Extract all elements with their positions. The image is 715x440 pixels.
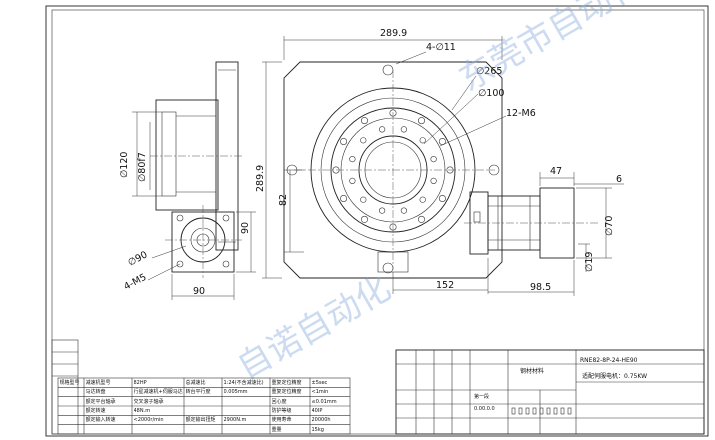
spec-cell: 15kg	[311, 426, 324, 433]
spec-cell: 转台平行度	[185, 389, 211, 396]
spec-cell: 防护等级	[271, 408, 292, 414]
side-dia-120-label: ∅120	[119, 152, 130, 178]
mounting-plate	[283, 61, 503, 279]
spec-cell: 使用寿命	[271, 417, 292, 424]
spec-cell: 交叉滚子轴承	[133, 398, 164, 405]
spec-cell: 82HP	[133, 380, 147, 386]
side-view: ∅120 ∅80f7	[119, 61, 244, 251]
dim-98-5: 98.5	[530, 282, 551, 293]
flange-bolt-hole	[222, 260, 230, 268]
title-material-cell: 钢材材料	[520, 367, 544, 375]
flange-90-horizontal: 90	[193, 286, 205, 297]
dim-dia-70: ∅70	[604, 216, 615, 236]
spec-cell: 48N.m	[133, 408, 151, 414]
bolt-hole	[417, 117, 425, 125]
dimension-lines: 289.9 4-∅11 ∅265 ∅100 12-M6 289.9 82 152…	[255, 28, 624, 296]
spec-cell: 额定输入转速	[85, 417, 116, 424]
bolt-hole	[400, 126, 408, 133]
dim-152: 152	[436, 280, 454, 291]
sheet-border	[45, 5, 709, 437]
bolt-hole	[438, 195, 446, 203]
title-model-code: RNE82-8P-24-HE90	[580, 357, 638, 364]
flange-bolt-hole	[176, 260, 184, 268]
flange-90-vertical: 90	[240, 222, 251, 234]
dim-holes-4: 4-∅11	[426, 42, 456, 53]
side-hub	[161, 111, 177, 197]
bolt-hole	[379, 207, 386, 214]
dim-47: 47	[550, 166, 562, 177]
servo-motor-view	[464, 187, 600, 259]
spec-cell: 0.005mm	[223, 389, 248, 396]
mount-hole-top	[382, 64, 394, 76]
sheet-inner-border	[51, 9, 705, 435]
spec-cell: 回心度	[271, 398, 287, 405]
dim-height-289: 289.9	[255, 165, 266, 192]
spec-cell: 马达转盘	[85, 389, 106, 396]
bolt-hole	[360, 137, 367, 144]
spec-cell: 行星减速机+伺服马达	[133, 389, 183, 396]
bolt-hole	[419, 196, 426, 203]
spec-cell: 额定平台轴承	[85, 398, 116, 405]
flange-dia-90-label: ∅90	[126, 249, 149, 268]
flange-bolt-hole	[222, 214, 230, 222]
dim-dia-100: ∅100	[478, 88, 504, 99]
mount-hole-bottom	[382, 262, 394, 274]
watermark: 东莞市自动化科技有限公司 自诺自动化	[231, 0, 715, 388]
dim-dia-19: ∅19	[584, 252, 595, 272]
bolt-hole	[360, 196, 367, 203]
bolt-hole	[360, 117, 368, 125]
title-stage-sub: 0.00.0.0	[474, 406, 495, 412]
spec-cell: 20000h	[311, 417, 331, 424]
watermark-text-bottom: 自诺自动化	[231, 268, 398, 388]
spec-cell: 额定转速	[85, 408, 106, 414]
dim-width-289: 289.9	[380, 28, 407, 39]
flange-thread-label: 4-M5	[122, 272, 148, 293]
spec-cell: 40IP	[311, 408, 323, 414]
bolt-hole	[430, 156, 437, 163]
watermark-text-top: 东莞市自动化科技有限公司	[453, 0, 715, 100]
bolt-hole	[400, 207, 408, 214]
bolt-hole	[349, 177, 356, 184]
spec-table	[57, 377, 351, 435]
spec-cell: 规格型号	[59, 380, 80, 386]
title-block: 钢材材料 RNE82-8P-24-HE90 适配伺服电机：0.75KW 第一段 …	[395, 349, 705, 435]
spec-cell: ±5sec	[311, 380, 328, 386]
flange-bolt-hole	[176, 214, 184, 222]
spec-cell: 减速机型号	[85, 380, 111, 386]
spec-cell: 1:24(不含减速比)	[223, 380, 264, 386]
bolt-hole	[360, 215, 368, 223]
title-stage-label: 第一段	[474, 393, 489, 400]
side-dia-80-label: ∅80f7	[137, 152, 148, 182]
spec-cell: 重复定位精度	[271, 380, 302, 386]
spec-cell: 重量	[271, 426, 282, 433]
spec-cell: 总减速比	[185, 380, 206, 386]
spec-table-text: 规格型号减速机型号 82HP 总减速比 1:24(不含减速比) 重复定位精度 ±5sec 马…	[58, 378, 350, 434]
side-body	[155, 99, 219, 211]
spec-cell: <2000r/min	[133, 417, 164, 424]
spec-cell: ≤0.01mm	[311, 398, 337, 405]
title-motor-note: 适配伺服电机：0.75KW	[582, 372, 647, 380]
spec-cell: 额定输出扭矩	[185, 417, 216, 424]
bolt-hole	[430, 177, 437, 184]
bolt-hole	[340, 195, 348, 203]
bolt-hole	[340, 138, 348, 146]
dim-thread-12: 12-M6	[506, 108, 536, 119]
bolt-hole	[417, 215, 425, 223]
bolt-hole	[349, 156, 356, 163]
mount-hole-right	[488, 164, 500, 176]
spec-cell: 2900N.m	[223, 417, 247, 424]
servo-flange-view: 90 90 ∅90 4-M5	[122, 205, 256, 300]
front-view	[283, 61, 503, 279]
spec-cell: <1min	[311, 389, 329, 396]
bolt-hole	[419, 137, 426, 144]
bolt-hole	[379, 126, 386, 133]
dim-82: 82	[278, 194, 289, 206]
dim-dia-265: ∅265	[476, 66, 502, 77]
spec-cell: 重复定位精度	[271, 389, 302, 396]
dim-6: 6	[616, 174, 622, 185]
